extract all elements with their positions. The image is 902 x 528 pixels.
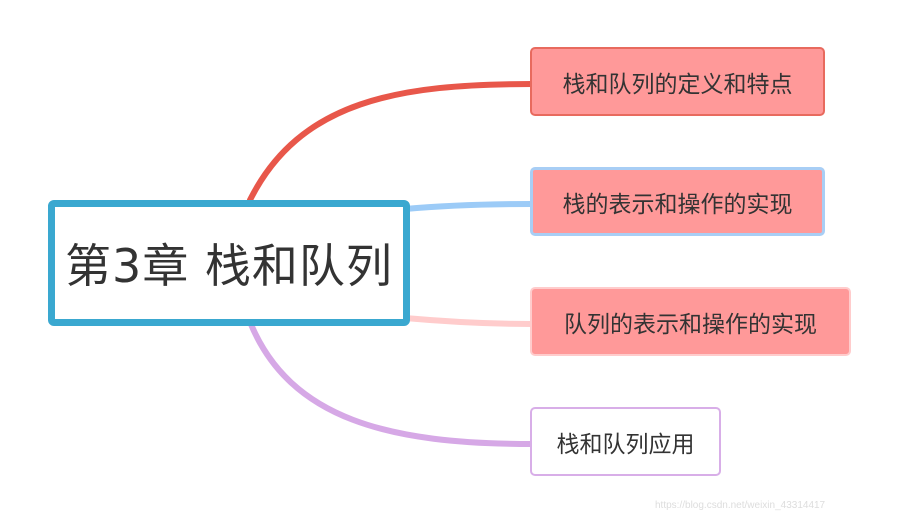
connector-topic-1: [247, 81, 535, 203]
watermark: https://blog.csdn.net/weixin_43314417: [655, 500, 826, 511]
topic-applications[interactable]: 栈和队列应用: [530, 407, 721, 476]
topic-label: 栈的表示和操作的实现: [562, 191, 793, 218]
topic-queue-representation[interactable]: 队列的表示和操作的实现: [530, 287, 851, 356]
topic-label: 队列的表示和操作的实现: [564, 311, 817, 338]
topic-label: 栈和队列的定义和特点: [562, 71, 793, 98]
topic-definition-and-features[interactable]: 栈和队列的定义和特点: [530, 47, 825, 116]
connector-topic-4: [247, 319, 535, 447]
connector-topic-2: [402, 201, 535, 212]
connector-topic-3: [402, 315, 535, 327]
topic-label: 栈和队列应用: [556, 431, 695, 458]
topic-stack-representation[interactable]: 栈的表示和操作的实现: [530, 167, 825, 236]
central-topic[interactable]: 第3章 栈和队列: [48, 200, 410, 326]
central-topic-label: 第3章 栈和队列: [65, 239, 393, 293]
